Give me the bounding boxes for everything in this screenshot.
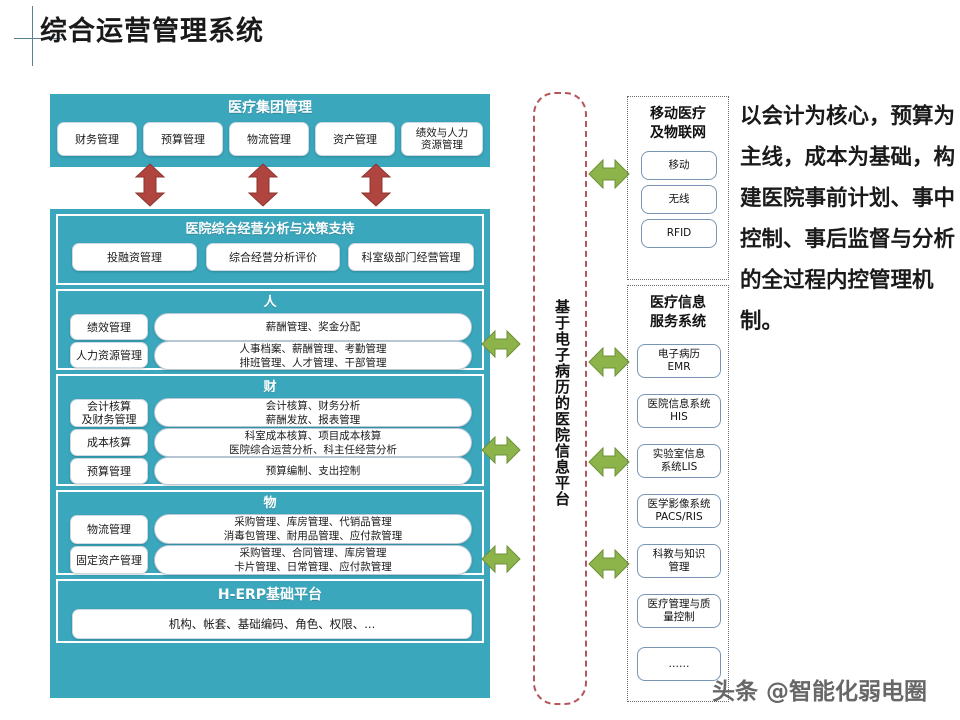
materials-row-0-module-label: 物流管理 [87, 523, 131, 536]
materials-row-0-detail-label: 采购管理、库房管理、代销品管理 消毒包管理、耐用品管理、应付款管理 [223, 516, 403, 542]
finance-row-1-detail: 科室成本核算、项目成本核算 医院综合运营分析、科主任经营分析 [154, 428, 472, 457]
center-platform-capsule [533, 92, 587, 705]
group-item-1[interactable]: 预算管理 [143, 122, 223, 156]
people-row-1-module[interactable]: 人力资源管理 [70, 342, 148, 368]
right-group-1-item-6[interactable]: …… [637, 647, 721, 681]
red-double-arrow-2 [360, 163, 392, 207]
right-group-0-item-0[interactable]: 移动 [641, 151, 717, 180]
finance-row-0-module-label: 会计核算 及财务管理 [81, 400, 137, 426]
right-group-1-item-4-label: 科教与知识 管理 [652, 548, 706, 573]
finance-row-1-module[interactable]: 成本核算 [70, 429, 148, 456]
right-group-1-item-3-label: 医学影像系统 PACS/RIS [647, 498, 711, 523]
materials-row-1-module-label: 固定资产管理 [76, 553, 142, 567]
people-row-0-detail: 薪酬管理、奖金分配 [154, 313, 472, 341]
watermark: 头条 @智能化弱电圈 [712, 679, 928, 705]
right-group-1-title: 医疗信息 服务系统 [650, 295, 706, 330]
decision-item-2[interactable]: 科室级部门经营管理 [348, 243, 474, 271]
finance-row-0-detail-label: 会计核算、财务分析 薪酬发放、报表管理 [265, 399, 361, 426]
group-item-4-label: 绩效与人力 资源管理 [415, 127, 469, 151]
materials-row-1-detail-label: 采购管理、合同管理、库房管理 卡片管理、日常管理、应付款管理 [234, 547, 392, 573]
right-group-1-item-2[interactable]: 实验室信息 系统LIS [637, 444, 721, 478]
finance-row-2-detail-label: 预算编制、支出控制 [265, 465, 361, 477]
right-group-0-item-2-label: RFID [666, 227, 692, 239]
people-row-0-detail-label: 薪酬管理、奖金分配 [265, 321, 361, 333]
section-finance: 财 会计核算 及财务管理 会计核算、财务分析 薪酬发放、报表管理 成本核算 科室… [56, 374, 484, 486]
page-title: 综合运营管理系统 [40, 16, 264, 47]
people-row-1-detail-label: 人事档案、薪酬管理、考勤管理 排班管理、人才管理、干部管理 [239, 342, 387, 369]
people-row-0-module-label: 绩效管理 [87, 320, 131, 334]
finance-row-1-module-label: 成本核算 [87, 436, 131, 449]
group-item-4[interactable]: 绩效与人力 资源管理 [401, 122, 483, 156]
section-finance-title: 财 [263, 380, 277, 395]
finance-row-1-detail-label: 科室成本核算、项目成本核算 医院综合运营分析、科主任经营分析 [229, 429, 397, 456]
decision-item-1[interactable]: 综合经营分析评价 [206, 243, 340, 271]
finance-row-0-module[interactable]: 会计核算 及财务管理 [70, 399, 148, 427]
green-double-arrow-left-2 [481, 544, 521, 574]
group-item-0[interactable]: 财务管理 [57, 122, 137, 156]
main-architecture-panel: 医院综合经营分析与决策支持 投融资管理 综合经营分析评价 科室级部门经营管理 人… [50, 209, 490, 698]
finance-row-0-detail: 会计核算、财务分析 薪酬发放、报表管理 [154, 398, 472, 427]
section-people-title: 人 [263, 295, 277, 310]
finance-row-2-detail: 预算编制、支出控制 [154, 457, 472, 485]
right-group-0-item-1-label: 无线 [668, 193, 690, 205]
finance-row-2-module[interactable]: 预算管理 [70, 458, 148, 484]
green-double-arrow-left-0 [481, 329, 521, 359]
group-item-3-label: 资产管理 [333, 132, 377, 146]
group-item-0-label: 财务管理 [75, 132, 119, 146]
decision-item-2-label: 科室级部门经营管理 [361, 250, 461, 264]
herp-platform-title: H-ERP基础平台 [217, 587, 323, 603]
decision-item-1-label: 综合经营分析评价 [229, 250, 317, 264]
right-group-0-item-2[interactable]: RFID [641, 219, 717, 248]
right-group-0-title: 移动医疗 及物联网 [650, 106, 706, 141]
right-group-1-item-0-label: 电子病历 EMR [658, 348, 700, 373]
green-double-arrow-left-1 [481, 435, 521, 465]
green-double-arrow-right-2 [588, 446, 630, 478]
section-herp-platform: H-ERP基础平台 机构、帐套、基础编码、角色、权限、... [56, 579, 484, 643]
right-group-1-item-4[interactable]: 科教与知识 管理 [637, 544, 721, 578]
right-group-1-item-6-label: …… [668, 657, 690, 670]
green-double-arrow-right-0 [588, 158, 630, 190]
group-management-title: 医疗集团管理 [228, 100, 312, 116]
section-materials: 物 物流管理 采购管理、库房管理、代销品管理 消毒包管理、耐用品管理、应付款管理… [56, 490, 484, 575]
right-group-1-item-2-label: 实验室信息 系统LIS [652, 448, 706, 473]
materials-row-0-module[interactable]: 物流管理 [70, 515, 148, 544]
finance-row-2-module-label: 预算管理 [87, 464, 131, 478]
group-item-2-label: 物流管理 [247, 132, 291, 146]
group-item-3[interactable]: 资产管理 [315, 122, 395, 156]
decision-support-title: 医院综合经营分析与决策支持 [185, 222, 355, 237]
section-people: 人 绩效管理 薪酬管理、奖金分配 人力资源管理 人事档案、薪酬管理、考勤管理 排… [56, 289, 484, 370]
people-row-0-module[interactable]: 绩效管理 [70, 314, 148, 340]
right-group-0-item-1[interactable]: 无线 [641, 185, 717, 214]
decision-item-0[interactable]: 投融资管理 [72, 243, 197, 271]
right-group-1: 医疗信息 服务系统 电子病历 EMR 医院信息系统 HIS 实验室信息 系统LI… [627, 285, 729, 702]
herp-platform-detail: 机构、帐套、基础编码、角色、权限、... [72, 609, 472, 639]
center-platform-label: 基于电子病历的医院信息平台 [553, 299, 571, 507]
group-item-1-label: 预算管理 [161, 132, 205, 146]
red-double-arrow-0 [134, 163, 166, 207]
right-group-1-item-3[interactable]: 医学影像系统 PACS/RIS [637, 494, 721, 528]
group-management-panel: 医疗集团管理 财务管理 预算管理 物流管理 资产管理 绩效与人力 资源管理 [50, 94, 490, 167]
decision-support-section: 医院综合经营分析与决策支持 投融资管理 综合经营分析评价 科室级部门经营管理 [56, 214, 484, 285]
right-group-1-item-5[interactable]: 医疗管理与质 量控制 [637, 594, 721, 628]
right-group-1-item-1[interactable]: 医院信息系统 HIS [637, 394, 721, 428]
green-double-arrow-right-3 [588, 548, 630, 580]
right-group-0-item-0-label: 移动 [668, 159, 690, 171]
right-group-0: 移动医疗 及物联网 移动 无线 RFID [627, 96, 729, 280]
materials-row-1-detail: 采购管理、合同管理、库房管理 卡片管理、日常管理、应付款管理 [154, 545, 472, 575]
right-group-1-item-5-label: 医疗管理与质 量控制 [647, 598, 711, 623]
green-double-arrow-right-1 [588, 346, 630, 378]
materials-row-0-detail: 采购管理、库房管理、代销品管理 消毒包管理、耐用品管理、应付款管理 [154, 514, 472, 544]
right-group-1-item-1-label: 医院信息系统 HIS [647, 398, 711, 423]
decision-item-0-label: 投融资管理 [107, 250, 162, 264]
right-group-1-item-0[interactable]: 电子病历 EMR [637, 344, 721, 378]
group-item-2[interactable]: 物流管理 [229, 122, 309, 156]
section-materials-title: 物 [263, 496, 277, 511]
herp-platform-detail-label: 机构、帐套、基础编码、角色、权限、... [168, 616, 376, 631]
summary-paragraph: 以会计为核心，预算为主线，成本为基础，构建医院事前计划、事中控制、事后监督与分析… [740, 104, 956, 334]
people-row-1-module-label: 人力资源管理 [76, 348, 142, 362]
materials-row-1-module[interactable]: 固定资产管理 [70, 546, 148, 574]
people-row-1-detail: 人事档案、薪酬管理、考勤管理 排班管理、人才管理、干部管理 [154, 341, 472, 370]
red-double-arrow-1 [247, 163, 279, 207]
